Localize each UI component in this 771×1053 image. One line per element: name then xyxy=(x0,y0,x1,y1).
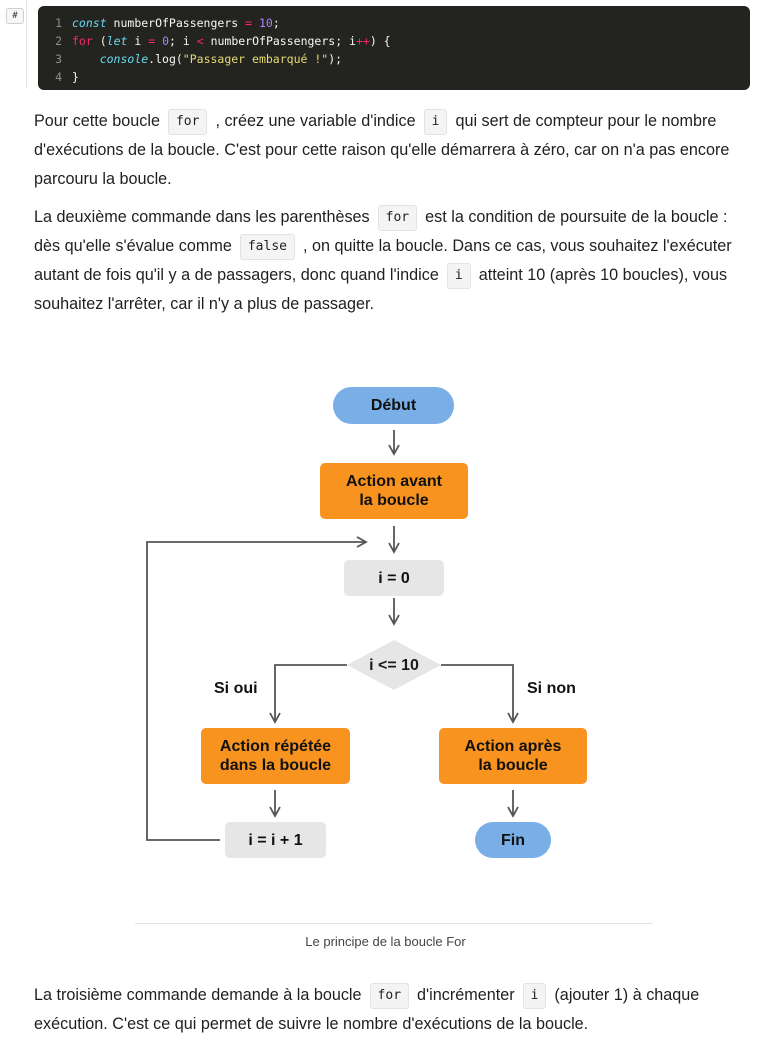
code-side-rule xyxy=(26,0,27,88)
flowchart: Début Action avant la boucle i = 0 i <= … xyxy=(0,360,771,880)
code-token: i xyxy=(127,34,149,48)
node-label-line: Action après xyxy=(464,738,562,755)
code-token: } xyxy=(72,70,79,84)
code-token: let xyxy=(106,34,128,48)
text: atteint 10 (après 10 boucles), vous souh… xyxy=(34,266,728,313)
code-token: < xyxy=(196,34,204,48)
code-token: 10 xyxy=(252,16,273,30)
condition-diamond xyxy=(347,640,441,690)
text: (ajouter 1) à chaque exécution. C'est ce… xyxy=(34,986,700,1033)
code-token: ; xyxy=(272,16,280,30)
code-line: 3 console.log("Passager embarqué !"); xyxy=(38,50,750,68)
text: d'incrémenter xyxy=(417,986,515,1004)
no-label: Si non xyxy=(527,680,576,697)
action-before-node: Action avant la boucle xyxy=(320,463,468,519)
code-token: ++ xyxy=(355,34,370,48)
code-token: numberOfPassengers xyxy=(106,16,246,30)
condition-label: i <= 10 xyxy=(369,656,419,674)
code-block: 1 const numberOfPassengers = 10; 2 for (… xyxy=(38,6,750,90)
action-after-node: Action après la boucle xyxy=(439,728,587,784)
inline-code: i xyxy=(423,109,448,135)
node-label-line: dans la boucle xyxy=(219,757,332,774)
code-line: 2 for (let i = 0; i < numberOfPassengers… xyxy=(38,32,750,50)
arrow-yes-branch xyxy=(269,664,347,724)
code-token: .log( xyxy=(148,52,183,66)
code-token: 0 xyxy=(155,34,169,48)
text: , créez une variable d'indice xyxy=(215,112,416,130)
inline-code: for xyxy=(377,205,418,231)
line-number: 1 xyxy=(55,16,62,30)
text: est la condition de poursuite de la bouc… xyxy=(34,208,728,255)
text: , on quitte la boucle. Dans ce cas, vous… xyxy=(34,237,732,284)
line-number: 3 xyxy=(55,52,62,66)
code-token: numberOfPassengers; i xyxy=(203,34,356,48)
init-node: i = 0 xyxy=(344,560,444,596)
code-token: = xyxy=(245,16,253,30)
line-number: 2 xyxy=(55,34,62,48)
code-anchor-icon[interactable]: # xyxy=(6,8,24,24)
code-token xyxy=(72,50,100,68)
code-token: for xyxy=(72,34,93,48)
node-label-line: Action répétée xyxy=(219,738,332,755)
flowchart-connectors xyxy=(146,430,519,841)
node-label-line: Action avant xyxy=(345,473,442,490)
code-token: ( xyxy=(92,34,107,48)
paragraph-2: La deuxième commande dans les parenthèse… xyxy=(34,203,754,319)
yes-label: Si oui xyxy=(214,680,258,697)
text: Pour cette boucle xyxy=(34,112,160,130)
increment-node: i = i + 1 xyxy=(225,822,326,858)
code-token: = xyxy=(148,34,156,48)
caption-divider xyxy=(135,923,653,924)
code-token: "Passager embarqué !" xyxy=(182,52,329,66)
inline-code: i xyxy=(446,263,471,289)
inline-code: false xyxy=(239,234,295,260)
arrow-loop-back xyxy=(146,536,368,841)
inline-code: for xyxy=(369,983,410,1009)
code-token: ; i xyxy=(169,34,197,48)
line-number: 4 xyxy=(55,70,62,84)
action-repeat-node: Action répétée dans la boucle xyxy=(201,728,350,784)
inline-code: i xyxy=(522,983,547,1009)
end-node: Fin xyxy=(475,822,551,858)
inline-code: for xyxy=(167,109,208,135)
paragraph-1: Pour cette boucle for , créez une variable… xyxy=(34,107,754,194)
code-line: 4 } xyxy=(38,68,750,86)
figure-caption: Le principe de la boucle For xyxy=(305,934,466,949)
code-token: ) { xyxy=(369,34,391,48)
node-label-line: la boucle xyxy=(359,492,429,509)
code-token: ); xyxy=(328,52,343,66)
text: La deuxième commande dans les parenthèse… xyxy=(34,208,370,226)
text: La troisième commande demande à la boucl… xyxy=(34,986,362,1004)
node-label-line: la boucle xyxy=(478,757,548,774)
code-token: const xyxy=(72,16,107,30)
start-node: Début xyxy=(333,387,454,424)
paragraph-3: La troisième commande demande à la boucl… xyxy=(34,981,754,1039)
code-token: console xyxy=(99,52,149,66)
arrow-no-branch xyxy=(441,664,519,724)
code-line: 1 const numberOfPassengers = 10; xyxy=(38,14,750,32)
text: qui sert de compteur pour le nombre d'ex… xyxy=(34,112,730,188)
